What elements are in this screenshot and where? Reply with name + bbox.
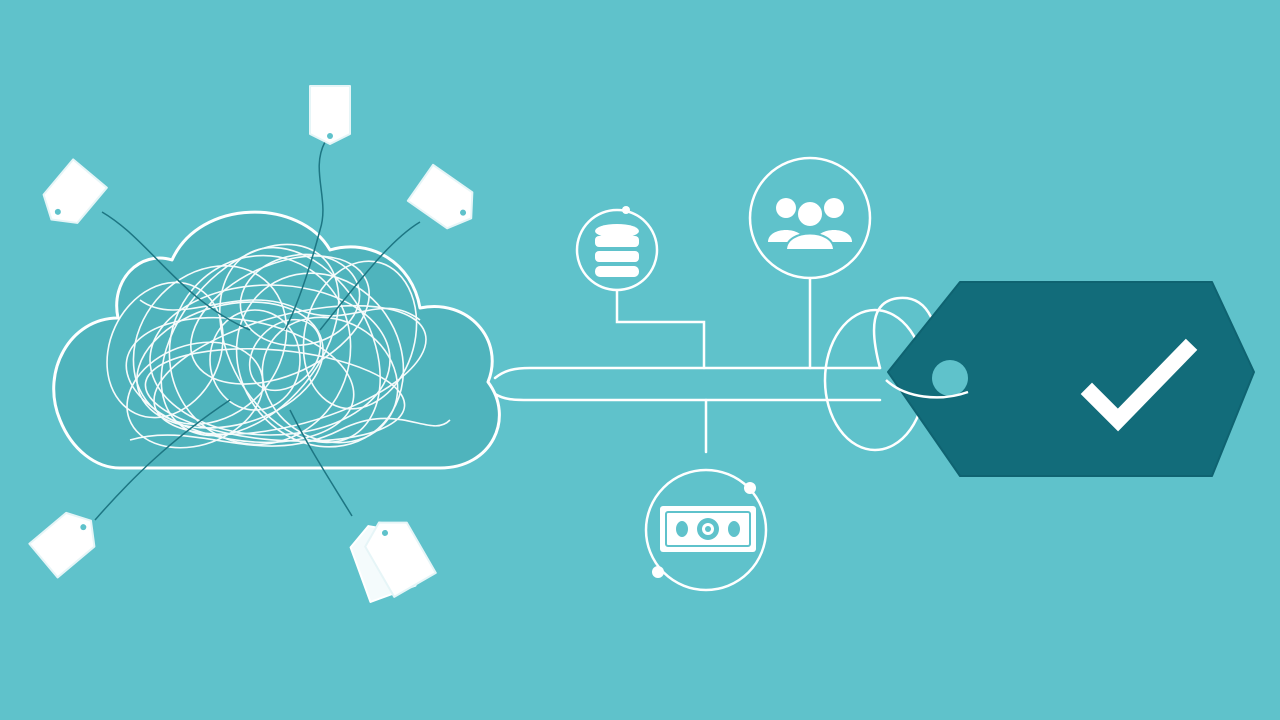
tangled-cloud-icon xyxy=(52,210,501,470)
price-tag-icon xyxy=(364,521,437,598)
price-tag-icon xyxy=(406,163,474,230)
database-icon xyxy=(575,206,659,292)
checkmark xyxy=(1080,338,1198,432)
connector-lines xyxy=(493,276,940,454)
price-tag-icon xyxy=(28,511,96,579)
money-bill-icon xyxy=(644,468,768,592)
price-tags xyxy=(28,85,474,603)
price-tag-icon xyxy=(42,158,108,224)
users-group-icon xyxy=(748,156,872,280)
checkmark-tag-icon xyxy=(885,281,1255,477)
price-tag-icon xyxy=(309,85,351,145)
tangle-lines xyxy=(106,243,451,449)
